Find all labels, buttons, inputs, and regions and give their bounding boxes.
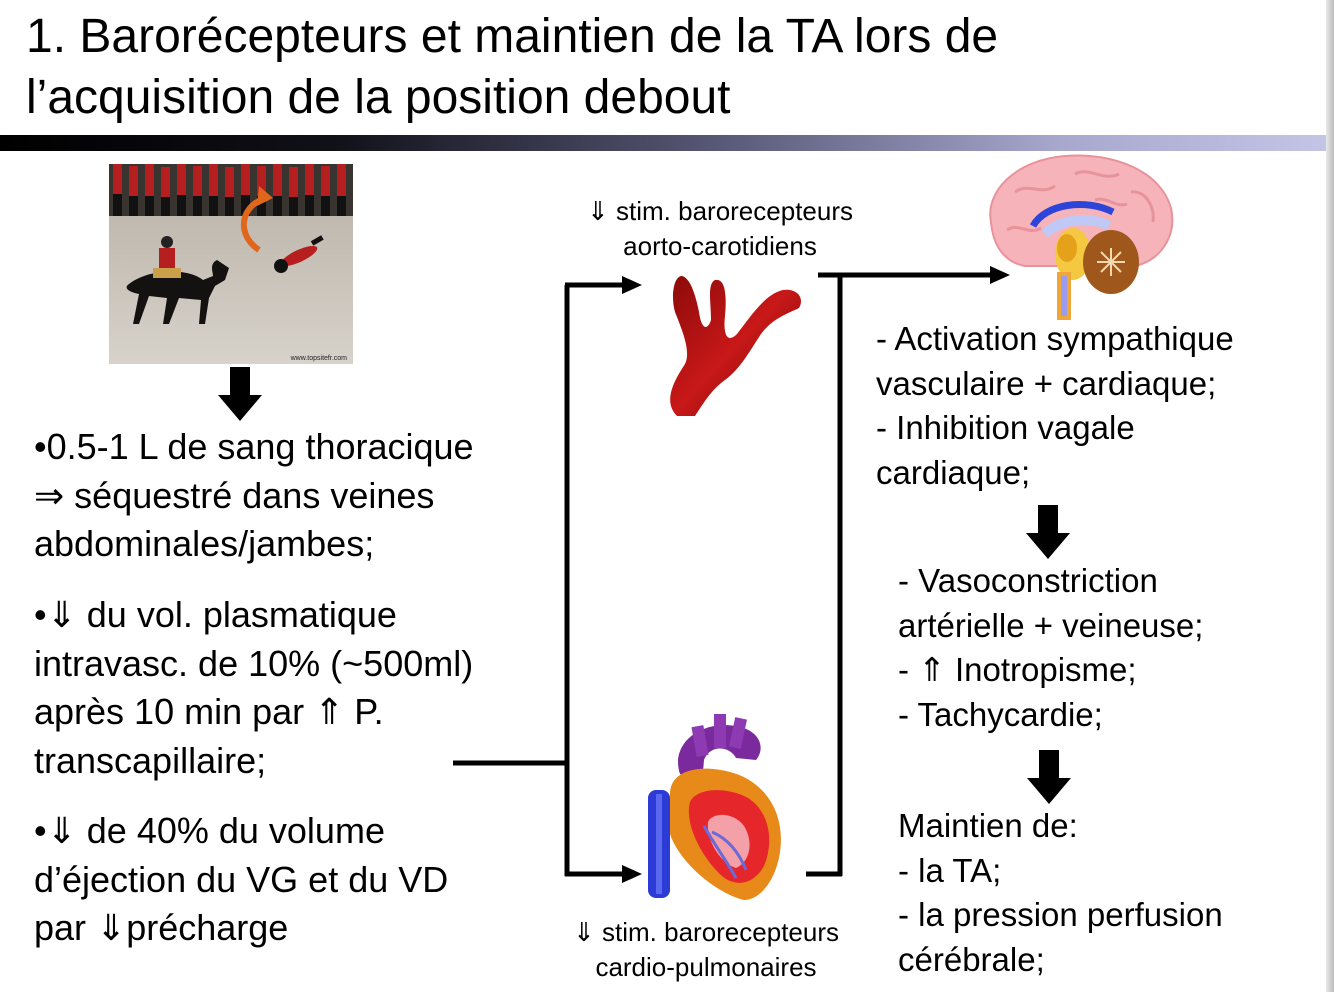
cardiopulmonary-caption: ⇓ stim. barorecepteurs cardio-pulmonaire…: [546, 915, 866, 985]
text-line: ⇒ séquestré dans veines: [34, 474, 435, 516]
title-line-2: l’acquisition de la position debout: [26, 71, 731, 124]
text-line: intravasc. de 10% (~500ml): [34, 642, 474, 684]
caption-line: aorto-carotidiens: [623, 231, 817, 261]
vasoconstriction-text: - Vasoconstriction artérielle + veineuse…: [898, 559, 1203, 737]
maintenance-text: Maintien de: - la TA; - la pression perf…: [898, 804, 1223, 982]
down-arrow-icon: [1026, 505, 1070, 559]
text-line: •⇓ du vol. plasmatique: [34, 594, 397, 635]
left-point-1: •0.5-1 L de sang thoracique ⇒ séquestré …: [34, 423, 474, 569]
text-line: d’éjection du VG et du VD: [34, 858, 449, 900]
text-line: - la pression perfusion: [898, 896, 1223, 933]
aortic-arch-icon: [670, 276, 802, 416]
caption-line: cardio-pulmonaires: [595, 952, 817, 982]
window-edge: [1326, 0, 1334, 992]
text-line: cérébrale;: [898, 940, 1045, 978]
text-line: - Tachycardie;: [898, 695, 1103, 733]
sympathetic-activation-text: - Activation sympathique vasculaire + ca…: [876, 317, 1234, 495]
text-line: •⇓ de 40% du volume: [34, 810, 385, 851]
fallen-guard: [274, 235, 324, 273]
text-line: par ⇓précharge: [34, 907, 289, 948]
slide-title: 1. Barorécepteurs et maintien de la TA l…: [26, 6, 1226, 128]
title-underline-bar: [0, 135, 1326, 151]
left-point-3: •⇓ de 40% du volume d’éjection du VG et …: [34, 807, 448, 953]
text-line: •0.5-1 L de sang thoracique: [34, 426, 474, 467]
caption-line: ⇓ stim. barorecepteurs: [573, 917, 839, 947]
down-arrow-icon: [218, 367, 262, 421]
down-arrow-icon: [1027, 750, 1071, 804]
text-line: artérielle + veineuse;: [898, 606, 1204, 644]
left-point-2: •⇓ du vol. plasmatique intravasc. de 10%…: [34, 591, 473, 785]
aortic-carotid-caption: ⇓ stim. barorecepteurs aorto-carotidiens: [560, 194, 880, 264]
text-line: - Activation sympathique: [876, 320, 1234, 357]
text-line: - Inhibition vagale: [876, 409, 1135, 446]
text-line: cardiaque;: [876, 453, 1031, 491]
text-line: transcapillaire;: [34, 739, 267, 781]
guards-row: [113, 164, 346, 197]
text-line: Maintien de:: [898, 807, 1078, 844]
horse-rider: [126, 236, 229, 324]
photo-watermark: www.topsitefr.com: [290, 355, 348, 362]
text-line: - Vasoconstriction: [898, 562, 1158, 599]
text-line: après 10 min par ⇑ P.: [34, 691, 384, 732]
text-line: abdominales/jambes;: [34, 523, 375, 564]
parade-fainting-photo: www.topsitefr.com: [109, 164, 353, 364]
caption-line: ⇓ stim. barorecepteurs: [587, 196, 853, 226]
text-line: - la TA;: [898, 851, 1002, 889]
text-line: vasculaire + cardiaque;: [876, 364, 1217, 402]
title-line-1: 1. Barorécepteurs et maintien de la TA l…: [26, 10, 999, 63]
text-line: - ⇑ Inotropisme;: [898, 651, 1137, 688]
brain-icon: [989, 154, 1174, 320]
heart-icon: [648, 714, 781, 900]
